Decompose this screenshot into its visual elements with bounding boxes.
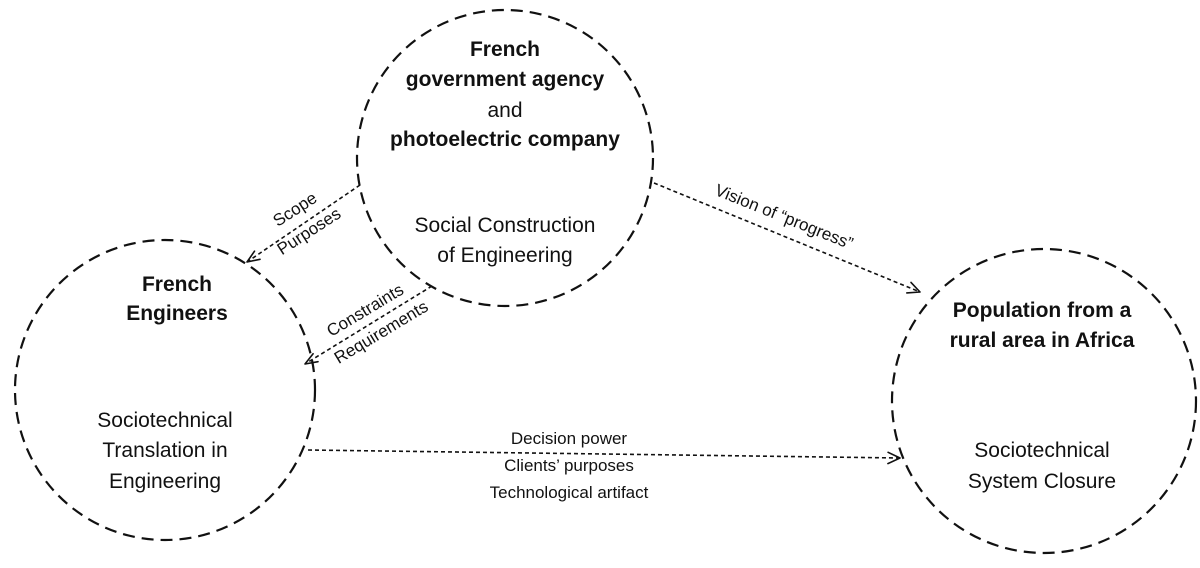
engineers-subtitle-line-3: Engineering — [109, 470, 221, 493]
population-subtitle-line-1: Sociotechnical — [974, 439, 1109, 462]
arrowhead-agency-engineers-lower — [304, 352, 319, 365]
edge-label-technological-artifact: Technological artifact — [490, 483, 649, 502]
agency-title-line-2: government agency — [406, 68, 605, 91]
agency-connector: and — [487, 99, 522, 122]
engineers-title-line-2: Engineers — [126, 302, 228, 325]
population-subtitle-line-2: System Closure — [968, 470, 1116, 493]
agency-circle — [355, 8, 655, 308]
population-title-line-2: rural area in Africa — [950, 329, 1135, 352]
agency-subtitle-line-1: Social Construction — [415, 214, 596, 237]
engineers-subtitle-line-1: Sociotechnical — [97, 409, 232, 432]
edge-agency-engineers-lower — [304, 285, 433, 365]
arrowhead-agency-population — [905, 281, 921, 294]
engineers-title-line-1: French — [142, 273, 212, 296]
edge-label-decision-power: Decision power — [511, 429, 628, 448]
agency-subtitle-line-2: of Engineering — [437, 244, 572, 267]
edge-agency-population — [653, 182, 921, 293]
edge-label-vision-of-progress: Vision of “progress” — [712, 181, 856, 254]
agency-title-line-1: French — [470, 38, 540, 61]
engineers-circle — [13, 238, 317, 542]
arrowhead-agency-engineers-upper — [246, 250, 261, 263]
edge-engineers-population — [307, 449, 901, 459]
arrowhead-engineers-population — [887, 451, 901, 465]
population-circle — [890, 247, 1198, 555]
edge-agency-engineers-upper — [246, 184, 361, 263]
agency-title-line-3: photoelectric company — [390, 128, 620, 151]
population-title-line-1: Population from a — [953, 299, 1132, 322]
edge-label-clients-purposes: Clients’ purposes — [504, 456, 634, 475]
engineers-subtitle-line-2: Translation in — [102, 439, 227, 462]
